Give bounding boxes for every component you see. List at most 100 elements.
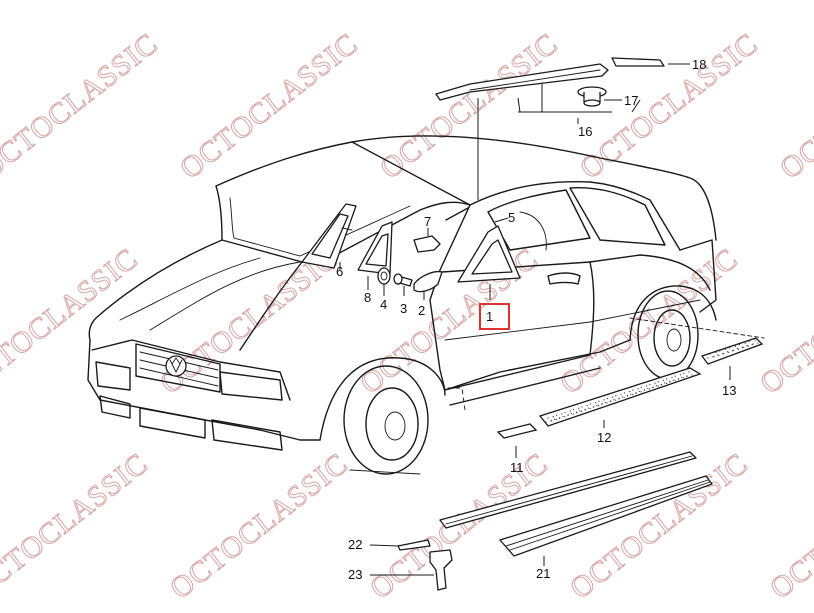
texture-dot: [688, 371, 690, 373]
texture-dot: [601, 403, 603, 405]
quarter-window-8: [357, 221, 393, 275]
texture-dot: [638, 390, 640, 392]
callout-12: 12: [597, 430, 611, 445]
texture-dot: [586, 404, 588, 407]
texture-dot: [615, 399, 617, 401]
texture-dot: [637, 388, 639, 390]
watermark-text: OCTOCLASSIC: [0, 27, 164, 186]
texture-dot: [757, 342, 759, 344]
texture-dot: [666, 378, 668, 380]
watermark-text: OCTOCLASSIC: [154, 242, 344, 401]
texture-dot: [674, 379, 676, 382]
highlight-box: [479, 303, 510, 330]
texture-dot: [581, 406, 583, 408]
texture-dot: [606, 397, 608, 400]
texture-dot: [567, 414, 569, 416]
texture-dot: [736, 348, 738, 350]
texture-dot: [726, 351, 729, 353]
texture-dot: [587, 407, 590, 409]
leader-lines: [477, 63, 690, 223]
texture-dot: [728, 347, 731, 349]
molding-13-texture: [707, 339, 759, 359]
cap-2: [413, 270, 443, 293]
texture-dot: [649, 383, 651, 386]
texture-dot: [615, 395, 617, 397]
texture-dot: [734, 345, 737, 347]
texture-dot: [581, 410, 583, 412]
texture-dot: [545, 421, 547, 423]
molding-11: [496, 423, 538, 439]
texture-dot: [620, 393, 622, 395]
callouts: 18 17 16 7 5 6 8 4 3 2 1 11 12 13 22 23 …: [336, 57, 736, 582]
callout-22: 22: [348, 537, 362, 552]
clip-17: [577, 86, 607, 107]
texture-dot: [679, 374, 682, 376]
texture-dot: [623, 396, 625, 398]
texture-dot: [569, 410, 571, 412]
texture-dot: [576, 411, 578, 413]
texture-dot: [598, 405, 600, 407]
molding-leaders: [515, 317, 765, 458]
callout-8: 8: [364, 290, 371, 305]
texture-dot: [603, 399, 605, 401]
texture-dot: [738, 344, 740, 346]
screw-22: [369, 539, 431, 551]
bracket-7: [413, 228, 441, 253]
watermark-text: OCTOCLASSIC: [364, 447, 554, 606]
texture-dot: [632, 393, 634, 396]
texture-dot: [572, 413, 574, 415]
molding-12-texture: [545, 371, 693, 423]
texture-dot: [682, 377, 685, 379]
molding-12: [538, 367, 702, 427]
texture-dot: [731, 350, 734, 352]
texture-dot: [564, 416, 566, 418]
callout-13: 13: [722, 383, 736, 398]
texture-dot: [593, 406, 595, 408]
callout-17: 17: [624, 93, 638, 108]
texture-dot: [747, 345, 749, 347]
texture-dot: [562, 415, 564, 418]
texture-dot: [741, 347, 743, 349]
texture-dot: [596, 404, 598, 406]
texture-dot: [635, 392, 637, 394]
texture-dot: [737, 348, 740, 350]
texture-dot: [618, 397, 620, 399]
texture-dot: [652, 386, 654, 388]
texture-dot: [630, 393, 632, 395]
texture-dot: [604, 401, 606, 404]
watermark-text: OCTOCLASSIC: [574, 27, 764, 186]
texture-dot: [643, 389, 646, 391]
watermark-text: OCTOCLASSIC: [764, 447, 814, 606]
texture-dot: [647, 387, 649, 390]
texture-dot: [655, 385, 657, 387]
texture-dot: [555, 419, 557, 421]
callout-5: 5: [508, 210, 515, 225]
texture-dot: [751, 343, 753, 346]
texture-dot: [584, 408, 586, 411]
texture-dot: [742, 346, 744, 348]
roof-molding: [435, 63, 609, 101]
texture-dot: [744, 342, 746, 344]
molding-end-cap-18: [611, 57, 665, 67]
texture-dot: [559, 417, 561, 419]
texture-dot: [657, 385, 659, 387]
texture-dot: [657, 381, 659, 383]
callout-7: 7: [424, 214, 431, 229]
texture-dot: [640, 386, 642, 388]
screw-3: [393, 273, 413, 287]
texture-dot: [648, 388, 651, 390]
texture-dot: [707, 357, 709, 359]
texture-dot: [665, 382, 668, 384]
callout-18: 18: [692, 57, 706, 72]
callout-16: 16: [578, 124, 592, 139]
texture-dot: [728, 351, 730, 353]
molding-13: [700, 337, 764, 365]
texture-dot: [686, 375, 688, 377]
texture-dot: [725, 348, 727, 350]
texture-dot: [722, 353, 724, 355]
texture-dot: [547, 417, 549, 419]
texture-dot: [677, 378, 680, 380]
texture-dot: [671, 376, 673, 379]
sill-strip-upper: [439, 451, 697, 529]
